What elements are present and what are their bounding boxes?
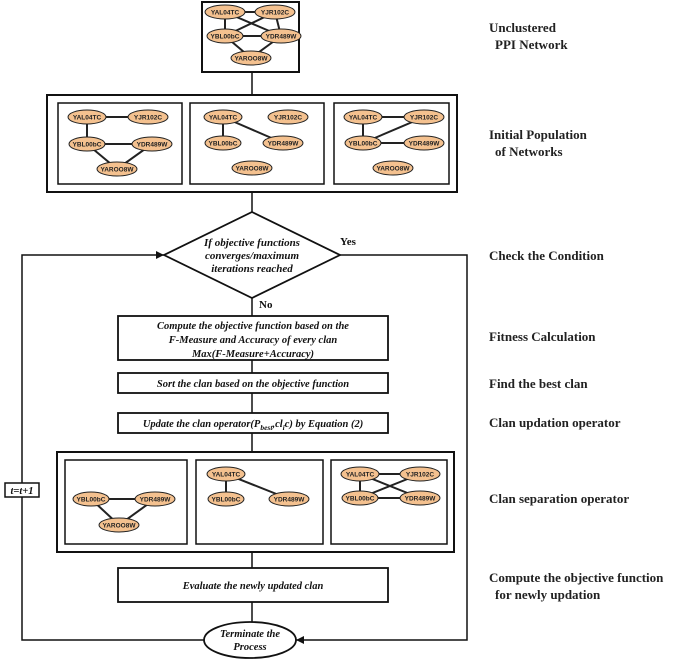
unclustered-network: YAL04TC YJR102C YBL00bC YDR489W YAROO8W — [201, 1, 302, 73]
svg-text:YAROO8W: YAROO8W — [377, 166, 411, 173]
svg-text:YAROO8W: YAROO8W — [235, 56, 269, 63]
label-fitness-calculation: Fitness Calculation — [489, 329, 596, 344]
svg-text:YJR102C: YJR102C — [134, 115, 162, 122]
svg-text:Update the clan operator(Pbest: Update the clan operator(Pbest,clic) by … — [143, 419, 363, 432]
network-node: YDR489W — [134, 491, 176, 507]
svg-text:YJR102C: YJR102C — [274, 115, 302, 122]
network-node: YBL00bC — [207, 491, 245, 507]
svg-text:YAL04TC: YAL04TC — [349, 115, 378, 122]
label-check-condition: Check the Condition — [489, 248, 605, 263]
svg-text:YBL00bC: YBL00bC — [212, 497, 241, 504]
network-node: YJR102C — [399, 466, 441, 482]
svg-text:YBL00bC: YBL00bC — [73, 142, 102, 149]
network-node: YBL00bC — [344, 135, 382, 151]
label-clan-separation: Clan separation operator — [489, 491, 629, 506]
svg-text:converges/maximum: converges/maximum — [205, 250, 300, 262]
svg-text:YAL04TC: YAL04TC — [73, 115, 102, 122]
network-node: YBL00bC — [72, 491, 110, 507]
label-ppi-network: PPI Network — [495, 37, 568, 52]
update-box: Update the clan operator(Pbest,clic) by … — [117, 412, 389, 434]
label-of-networks: of Networks — [495, 144, 563, 159]
svg-text:Max(F-Measure+Accuracy): Max(F-Measure+Accuracy) — [191, 349, 314, 360]
network-node: YAROO8W — [231, 160, 273, 176]
svg-text:YDR489W: YDR489W — [137, 142, 169, 149]
network-node: YAROO8W — [96, 161, 138, 177]
label-initial-population: Initial Population — [489, 127, 588, 142]
svg-text:YDR489W: YDR489W — [268, 141, 300, 148]
svg-text:YJR102C: YJR102C — [410, 115, 438, 122]
svg-text:YDR489W: YDR489W — [405, 496, 437, 503]
svg-text:YDR489W: YDR489W — [140, 497, 172, 504]
network-node: YAL04TC — [204, 4, 246, 20]
svg-text:YAL04TC: YAL04TC — [209, 115, 238, 122]
svg-text:YBL00bC: YBL00bC — [77, 497, 106, 504]
svg-text:YAL04TC: YAL04TC — [212, 472, 241, 479]
network-node: YAL04TC — [67, 109, 107, 125]
initial-population: YAL04TC YJR102C YBL00bC YDR489W YAROO8W … — [46, 94, 458, 193]
network-node: YDR489W — [403, 135, 445, 151]
network-node: YJR102C — [403, 109, 445, 125]
label-unclustered: Unclustered — [489, 20, 557, 35]
loop-counter-box: t=t+1 — [4, 482, 40, 498]
svg-text:YBL00bC: YBL00bC — [349, 141, 378, 148]
svg-text:YJR102C: YJR102C — [406, 472, 434, 479]
network-node: YDR489W — [262, 135, 304, 151]
clan-separation: YBL00bC YDR489W YAROO8W YAL04TC YBL00bC … — [56, 451, 455, 553]
network-node: YDR489W — [399, 490, 441, 506]
network-node: YJR102C — [267, 109, 309, 125]
network-node: YDR489W — [131, 136, 173, 152]
svg-text:YAROO8W: YAROO8W — [236, 166, 270, 173]
svg-text:Process: Process — [233, 642, 266, 653]
terminate-ellipse: Terminate the Process — [203, 621, 297, 659]
network-node: YBL00bC — [68, 136, 106, 152]
network-node: YBL00bC — [204, 135, 242, 151]
network-node: YAL04TC — [203, 109, 243, 125]
svg-text:YBL00bC: YBL00bC — [209, 141, 238, 148]
svg-text:If objective functions: If objective functions — [203, 237, 300, 249]
network-node: YJR102C — [127, 109, 169, 125]
svg-text:YDR489W: YDR489W — [274, 497, 306, 504]
network-node: YJR102C — [254, 4, 296, 20]
svg-text:YAROO8W: YAROO8W — [103, 523, 137, 530]
network-node: YDR489W — [268, 491, 310, 507]
condition-diamond: If objective functions converges/maximum… — [161, 210, 343, 300]
label-compute-objective: Compute the objective function — [489, 570, 664, 585]
network-node: YAL04TC — [206, 466, 246, 482]
svg-text:YDR489W: YDR489W — [409, 141, 441, 148]
network-node: YBL00bC — [341, 490, 379, 506]
svg-text:YJR102C: YJR102C — [261, 10, 289, 17]
svg-text:t=t+1: t=t+1 — [10, 486, 33, 497]
svg-text:iterations reached: iterations reached — [211, 263, 293, 275]
yes-label: Yes — [340, 236, 357, 248]
network-node: YDR489W — [260, 28, 302, 44]
svg-text:Sort the clan based on the obj: Sort the clan based on the objective fun… — [157, 379, 349, 390]
svg-text:Evaluate the newly updated cla: Evaluate the newly updated clan — [182, 581, 324, 592]
svg-text:Compute the objective function: Compute the objective function based on … — [157, 321, 349, 332]
svg-text:YAL04TC: YAL04TC — [211, 10, 240, 17]
svg-text:Terminate the: Terminate the — [220, 629, 280, 640]
label-find-best-clan: Find the best clan — [489, 376, 588, 391]
label-for-newly-updation: for newly updation — [495, 587, 601, 602]
evaluate-box: Evaluate the newly updated clan — [117, 567, 389, 603]
fitness-box: Compute the objective function based on … — [117, 315, 389, 361]
svg-text:YBL00bC: YBL00bC — [346, 496, 375, 503]
no-label: No — [259, 299, 273, 311]
network-node: YAROO8W — [230, 50, 272, 66]
svg-text:YAL04TC: YAL04TC — [346, 472, 375, 479]
svg-text:YBL00bC: YBL00bC — [211, 34, 240, 41]
svg-text:YDR489W: YDR489W — [266, 34, 298, 41]
sort-box: Sort the clan based on the objective fun… — [117, 372, 389, 394]
network-node: YAROO8W — [98, 517, 140, 533]
network-node: YAROO8W — [372, 160, 414, 176]
label-clan-updation: Clan updation operator — [489, 415, 621, 430]
network-node: YAL04TC — [343, 109, 383, 125]
svg-text:F-Measure and Accuracy of ever: F-Measure and Accuracy of every clan — [168, 335, 338, 346]
network-node: YBL00bC — [206, 28, 244, 44]
network-node: YAL04TC — [340, 466, 380, 482]
svg-text:YAROO8W: YAROO8W — [101, 167, 135, 174]
